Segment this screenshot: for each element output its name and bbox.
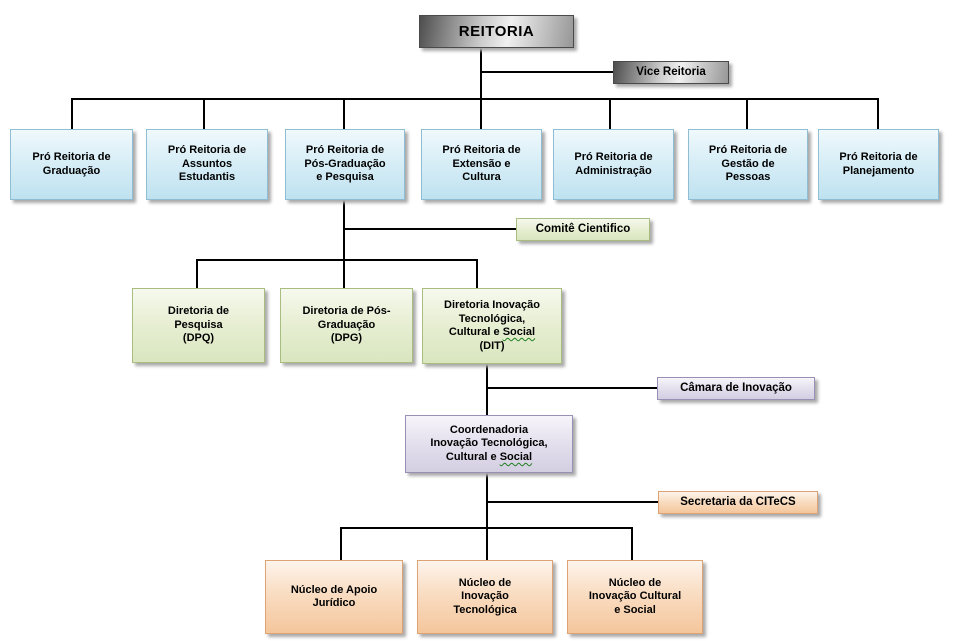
node-label: Diretoria de Pós- Graduação (DPG): [302, 305, 391, 345]
node-label: Pró Reitoria de Extensão e Cultura: [442, 144, 521, 184]
connector: [343, 259, 345, 288]
node-nucleo-apoio-juridico: Núcleo de Apoio Jurídico: [265, 560, 403, 634]
connector: [746, 98, 748, 129]
misspelled-word: Social: [499, 450, 533, 463]
connector: [480, 48, 482, 99]
connector: [877, 98, 879, 129]
connector: [486, 363, 488, 415]
connector: [196, 259, 478, 261]
node-pro-reitoria-planejamento: Pró Reitoria de Planejamento: [818, 129, 939, 200]
connector: [343, 200, 345, 261]
misspelled-word: Social: [502, 326, 536, 338]
node-label: Comitê Cientifico: [535, 222, 631, 235]
connector: [487, 387, 657, 389]
node-vice-reitoria: Vice Reitoria: [613, 61, 729, 84]
connector: [609, 98, 611, 129]
connector: [71, 98, 73, 129]
node-label: Pró Reitoria de Pós-Graduação e Pesquisa: [304, 144, 386, 184]
connector: [340, 527, 342, 560]
node-pro-reitoria-extensao-cultura: Pró Reitoria de Extensão e Cultura: [421, 129, 542, 200]
node-nucleo-inovacao-tecnologica: Núcleo de Inovação Tecnológica: [417, 560, 553, 634]
node-label: Vice Reitoria: [636, 65, 706, 78]
node-label: Pró Reitoria de Assuntos Estudantis: [167, 144, 247, 184]
node-diretoria-pos-graduacao-dpg: Diretoria de Pós- Graduação (DPG): [280, 288, 413, 363]
node-pro-reitoria-gestao-pessoas: Pró Reitoria de Gestão de Pessoas: [688, 129, 808, 200]
node-pro-reitoria-administracao: Pró Reitoria de Administração: [553, 129, 674, 200]
connector: [476, 259, 478, 288]
node-nucleo-inovacao-cultural-social: Núcleo de Inovação Cultural e Social: [567, 560, 703, 634]
node-label: Secretaria da CITeCS: [680, 495, 796, 508]
node-comite-cientifico: Comitê Cientifico: [516, 218, 650, 241]
node-coordenadoria-citecs: Coordenadoria Inovação Tecnológica, Cult…: [405, 415, 573, 473]
node-label: Pró Reitoria de Gestão de Pessoas: [708, 144, 788, 184]
node-label: Pró Reitoria de Administração: [574, 151, 653, 177]
node-label: Pró Reitoria de Graduação: [32, 151, 111, 177]
node-label: Câmara de Inovação: [680, 381, 792, 394]
connector: [486, 527, 488, 560]
node-label: REITORIA: [458, 22, 535, 40]
node-label: Núcleo de Inovação Tecnológica: [453, 576, 517, 616]
connector: [631, 527, 633, 560]
connector: [203, 98, 205, 129]
node-label: Núcleo de Inovação Cultural e Social: [588, 576, 682, 616]
connector: [343, 98, 345, 129]
node-diretoria-inovacao-dit: Diretoria Inovação Tecnológica, Cultural…: [422, 288, 562, 364]
node-reitoria: REITORIA: [419, 15, 574, 48]
node-diretoria-pesquisa-dpq: Diretoria de Pesquisa (DPQ): [132, 288, 265, 363]
connector: [481, 71, 613, 73]
node-label: Diretoria de Pesquisa (DPQ): [167, 305, 230, 345]
connector: [480, 98, 482, 129]
node-label: Pró Reitoria de Planejamento: [839, 151, 918, 177]
node-label: Coordenadoria Inovação Tecnológica, Cult…: [430, 423, 548, 463]
node-pro-reitoria-pos-graduacao-pesquisa: Pró Reitoria de Pós-Graduação e Pesquisa: [285, 129, 405, 200]
node-camara-inovacao: Câmara de Inovação: [657, 377, 815, 400]
node-pro-reitoria-assuntos-estudantis: Pró Reitoria de Assuntos Estudantis: [146, 129, 268, 200]
connector: [71, 98, 879, 100]
node-label: Núcleo de Apoio Jurídico: [290, 583, 378, 610]
connector: [344, 228, 516, 230]
node-secretaria-citecs: Secretaria da CITeCS: [658, 491, 818, 514]
node-label: Diretoria Inovação Tecnológica, Cultural…: [444, 299, 540, 352]
connector: [487, 501, 658, 503]
node-pro-reitoria-graduacao: Pró Reitoria de Graduação: [10, 129, 133, 200]
connector: [196, 259, 198, 288]
